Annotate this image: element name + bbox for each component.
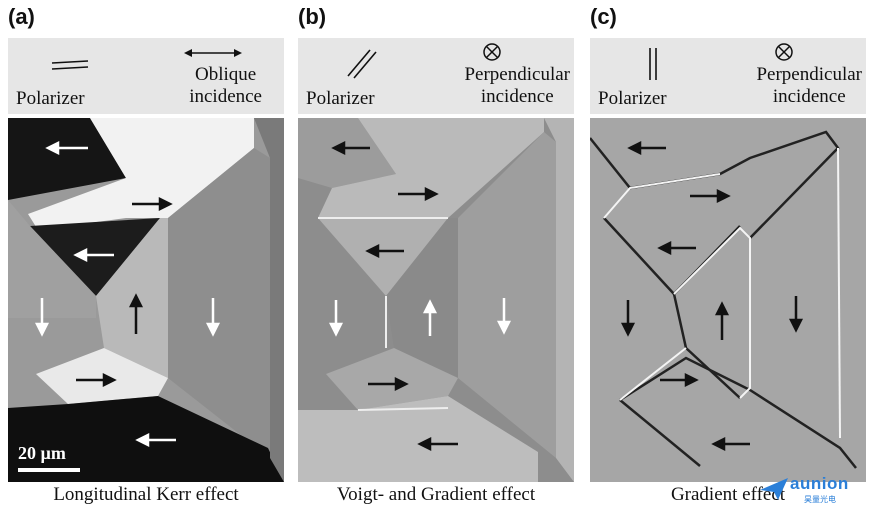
- incidence-line-2: incidence: [189, 86, 262, 107]
- scale-bar: [18, 468, 80, 472]
- incidence-line-2: incidence: [480, 86, 554, 107]
- circled-cross-icon: [775, 43, 793, 61]
- incidence-label: Perpendicular incidence: [464, 64, 570, 108]
- caption: Longitudinal Kerr effect: [53, 484, 239, 505]
- incidence-line-1: Perpendicular: [756, 64, 862, 85]
- panel-b: (b) Polarizer Perpendicular incidence: [298, 0, 574, 515]
- incidence-label: Oblique incidence: [189, 64, 262, 108]
- watermark-logo: aunion 昊量光电: [760, 474, 869, 512]
- panel-c: (c) Polarizer Perpendicular incidence: [590, 0, 866, 515]
- circled-cross-icon: [483, 43, 501, 61]
- polarizer-label: Polarizer: [16, 88, 85, 109]
- panel-label: (b): [298, 4, 327, 29]
- caption: Voigt- and Gradient effect: [336, 484, 536, 505]
- domain-image: [298, 118, 574, 482]
- paper-plane-icon: [760, 478, 788, 500]
- domain-image: [590, 118, 866, 482]
- incidence-line-1: Perpendicular: [464, 64, 570, 85]
- double-vertical-lines-icon: [649, 48, 657, 80]
- panel-header: Polarizer Perpendicular incidence: [298, 38, 574, 114]
- scale-label: 20 µm: [18, 443, 66, 463]
- double-headed-arrow-icon: [184, 49, 242, 57]
- panel-header: Polarizer Oblique incidence: [8, 38, 284, 114]
- incidence-line-1: Oblique: [194, 64, 257, 85]
- caption: Gradient effect: [670, 484, 786, 505]
- domain-image: [8, 118, 284, 482]
- double-diagonal-lines-icon: [347, 49, 377, 79]
- kerr-micrograph: [8, 118, 284, 482]
- panel-header: Polarizer Perpendicular incidence: [590, 38, 866, 114]
- watermark-subtitle: 昊量光电: [804, 495, 836, 504]
- panel-label: (a): [8, 4, 35, 29]
- incidence-line-2: incidence: [772, 86, 846, 107]
- incidence-label: Perpendicular incidence: [756, 64, 862, 108]
- watermark-name: aunion: [790, 474, 849, 493]
- panel-label: (c): [590, 4, 617, 29]
- panel-a: (a) Polarizer Oblique incidence: [8, 0, 284, 515]
- polarizer-label: Polarizer: [306, 88, 375, 109]
- polarizer-label: Polarizer: [598, 88, 667, 109]
- voigt-micrograph: [298, 118, 574, 482]
- gradient-micrograph: [590, 118, 866, 482]
- double-horizontal-lines-icon: [51, 60, 89, 70]
